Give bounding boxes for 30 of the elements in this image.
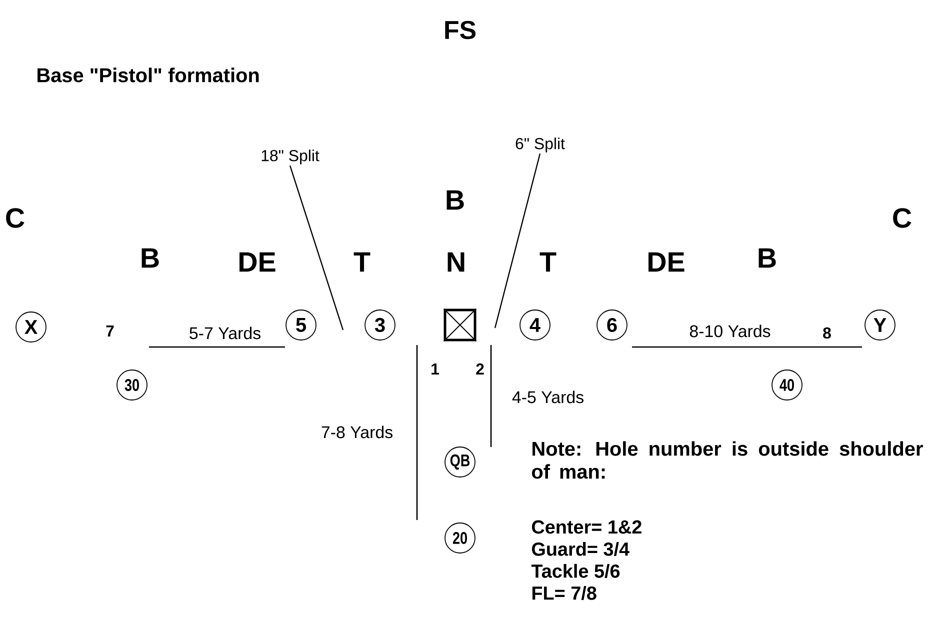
note-line: Center= 1&2 (532, 520, 642, 534)
leader-line (289, 165, 344, 330)
note-text: Note: Hole number is outside shoulder of man: (532, 441, 923, 479)
note-line: FL= 7/8 (532, 586, 596, 600)
note-line: Tackle 5/6 (531, 564, 620, 578)
leader-line (494, 153, 541, 328)
defender-letter: B (446, 190, 464, 210)
split-label: 6" Split (516, 138, 565, 152)
hole-number: 8 (823, 327, 831, 339)
note-line: Guard= 3/4 (532, 542, 630, 556)
defender-letter: T (354, 252, 370, 272)
hole-number: 2 (476, 363, 484, 375)
title: Base "Pistol" formation (38, 68, 259, 82)
split-label: 18" Split (262, 150, 320, 164)
hole-number: 1 (432, 364, 439, 374)
dimension-label: 4-5 Yards (512, 390, 584, 404)
defender-letter: N (448, 252, 464, 272)
defender-letter: DE (240, 252, 276, 272)
defender-letter: FS (445, 20, 476, 40)
defender-letter: C (893, 208, 912, 228)
defender-letter: B (758, 248, 776, 268)
dimension-label: 5-7 Yards (190, 326, 260, 340)
dimension-label: 7-8 Yards (322, 426, 392, 438)
hole-number: 7 (106, 326, 114, 336)
center-box (443, 308, 477, 342)
defender-letter: C (6, 208, 24, 228)
defender-letter: DE (648, 252, 684, 272)
defender-letter: B (142, 248, 159, 268)
dimension-label: 8-10 Yards (690, 324, 770, 338)
defender-letter: T (540, 252, 556, 272)
